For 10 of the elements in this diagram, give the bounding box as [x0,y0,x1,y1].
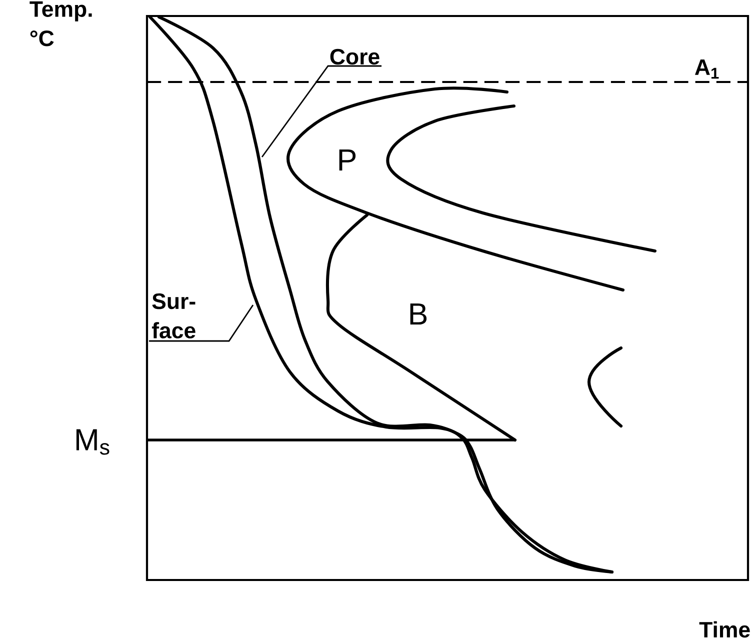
axis-label: Time [699,621,750,638]
line-label: M$_{s}$ [76,429,110,455]
line-label: A$_{1}$ [694,60,719,79]
leader-line [149,304,254,342]
region-label: B [410,304,427,324]
region-label: P [339,150,356,170]
leader-line [261,65,382,158]
text-label: Sur- face [152,293,196,338]
text-label: Core [330,48,380,65]
axis-label: Temp. °C [30,1,92,46]
